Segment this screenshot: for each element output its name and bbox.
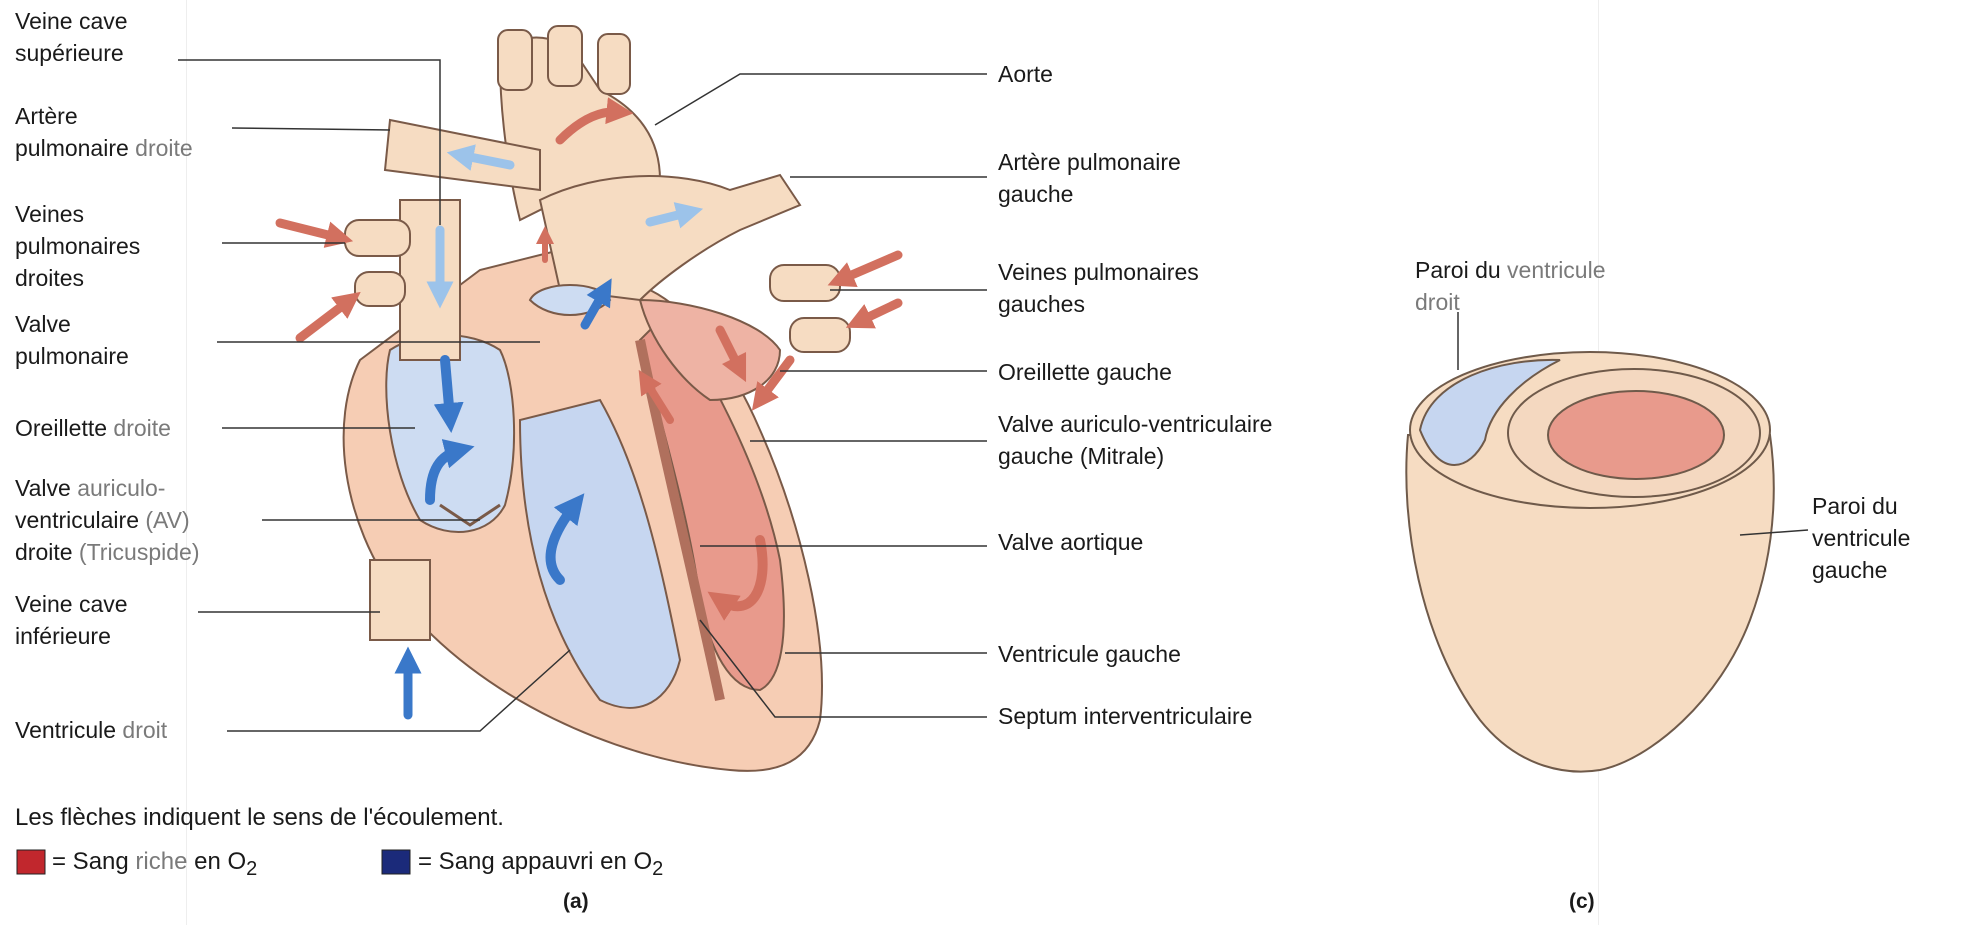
aortic-branch — [548, 26, 582, 86]
label-text: gauche (Mitrale) — [998, 443, 1164, 469]
label-text: droite — [129, 135, 193, 161]
flow-arrow-red — [858, 303, 898, 322]
label-text: indiquent — [136, 804, 240, 831]
label-pulmonary-valve: Valve pulmonaire — [15, 308, 129, 372]
label-right-ventricle: Ventricule droit — [15, 714, 167, 746]
label-text: Valve auriculo-ventriculaire — [998, 411, 1272, 437]
aortic-branch — [598, 34, 630, 94]
label-text: Veines pulmonaires — [998, 259, 1199, 285]
heart-diagram — [344, 26, 850, 771]
label-right-pulmonary-veins: Veines pulmonaires droites — [15, 198, 140, 294]
pulmonary-trunk — [540, 175, 800, 300]
label-left-pulmonary-artery: Artère pulmonaire gauche — [998, 146, 1181, 210]
figure-label-c: (c) — [1569, 890, 1595, 914]
label-text: gauches — [998, 291, 1085, 317]
legend-caption: Les flèches indiquent le sens de l'écoul… — [15, 804, 504, 832]
label-text: Veine cave — [15, 8, 128, 34]
label-text: le sens de l'écoulement. — [241, 804, 504, 831]
legend-red-label: = Sang riche en O2 — [52, 848, 257, 881]
label-left-ventricle: Ventricule gauche — [998, 638, 1181, 670]
label-text: pulmonaires — [15, 233, 140, 259]
label-text: (Tricuspide) — [73, 539, 200, 565]
label-text: Paroi du — [1812, 493, 1898, 519]
label-text: droit — [1415, 289, 1460, 315]
label-text: inférieure — [15, 623, 111, 649]
flow-arrow-blue — [445, 360, 450, 418]
legend-swatch-red — [17, 850, 45, 874]
label-aortic-valve: Valve aortique — [998, 526, 1143, 558]
label-text: Paroi du — [1415, 257, 1501, 283]
flow-arrow-red — [840, 255, 898, 280]
label-text: Aorte — [998, 61, 1053, 87]
ventricle-cross-section — [1406, 352, 1773, 772]
label-text: droite — [107, 415, 171, 441]
label-text: Septum interventriculaire — [998, 703, 1252, 729]
label-text: ventricule — [1812, 525, 1910, 551]
label-text: Veine cave — [15, 591, 128, 617]
label-aorta: Aorte — [998, 58, 1053, 90]
label-text: Valve aortique — [998, 529, 1143, 555]
label-text: droit — [116, 717, 167, 743]
label-left-atrium: Oreillette gauche — [998, 356, 1172, 388]
label-text: Artère — [15, 103, 78, 129]
label-inferior-vena-cava: Veine cave inférieure — [15, 588, 128, 652]
label-text: gauche — [998, 181, 1073, 207]
label-text: pulmonaire — [15, 135, 129, 161]
label-mitral-valve: Valve auriculo-ventriculaire gauche (Mitr… — [998, 408, 1272, 472]
flow-arrow-red — [280, 223, 340, 238]
label-tricuspid-valve: Valve auriculo-ventriculaire (AV)droite … — [15, 472, 200, 568]
label-text: Ventricule — [15, 717, 116, 743]
label-text: Oreillette — [15, 415, 107, 441]
label-text: Les flèches — [15, 804, 136, 831]
legend-swatch-blue — [382, 850, 410, 874]
label-left-ventricle-wall: Paroi du ventricule gauche — [1812, 490, 1910, 586]
label-text: (AV) — [139, 507, 190, 533]
superior-vena-cava — [400, 200, 460, 360]
label-text: Valve — [15, 311, 71, 337]
right-pulmonary-vein — [355, 272, 405, 306]
label-text: supérieure — [15, 40, 124, 66]
aortic-branch — [498, 30, 532, 90]
legend-blue-label: = Sang appauvri en O2 — [418, 848, 663, 881]
label-text: ventricule — [1501, 257, 1606, 283]
inferior-vena-cava — [370, 560, 430, 640]
label-text: ventriculaire — [15, 507, 139, 533]
label-text: droites — [15, 265, 84, 291]
flow-arrow-red — [300, 300, 350, 338]
label-text: Artère pulmonaire — [998, 149, 1181, 175]
label-text: auriculo- — [71, 475, 166, 501]
label-text: pulmonaire — [15, 343, 129, 369]
label-left-pulmonary-veins: Veines pulmonaires gauches — [998, 256, 1199, 320]
figure-label-a: (a) — [563, 890, 589, 914]
label-right-atrium: Oreillette droite — [15, 412, 171, 444]
label-text: Ventricule gauche — [998, 641, 1181, 667]
label-text: Valve — [15, 475, 71, 501]
label-superior-vena-cava: Veine cave supérieure — [15, 5, 128, 69]
label-text: Veines — [15, 201, 84, 227]
label-right-ventricle-wall: Paroi du ventricule droit — [1415, 254, 1606, 318]
right-pulmonary-vein — [345, 220, 410, 256]
label-text: gauche — [1812, 557, 1887, 583]
left-pulmonary-vein — [790, 318, 850, 352]
label-text: Oreillette gauche — [998, 359, 1172, 385]
label-interventricular-septum: Septum interventriculaire — [998, 700, 1252, 732]
label-text: droite — [15, 539, 73, 565]
left-ventricle-cavity-section — [1548, 391, 1724, 479]
label-right-pulmonary-artery: Artère pulmonaire droite — [15, 100, 193, 164]
left-pulmonary-vein — [770, 265, 840, 301]
